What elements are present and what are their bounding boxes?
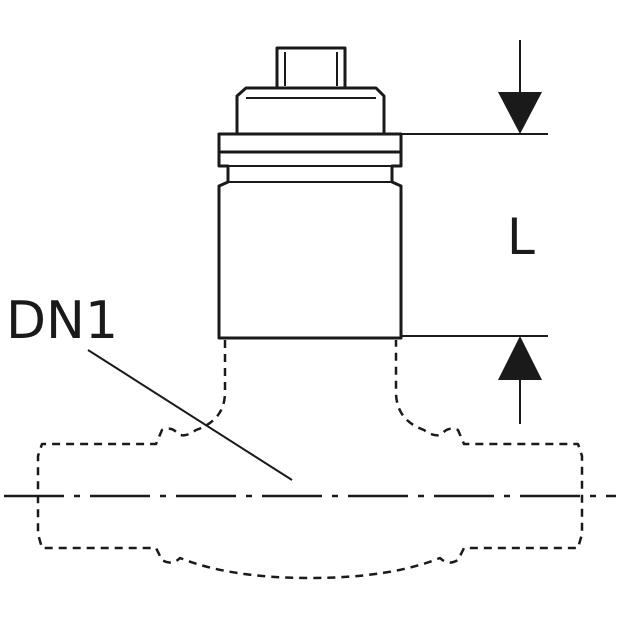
arrow-up-icon — [498, 336, 542, 380]
pipe-size-callout: DN1 — [6, 291, 293, 481]
outlet-adapter — [217, 46, 403, 340]
length-label: L — [507, 208, 535, 266]
leader-line — [87, 349, 293, 481]
dimension-l: L — [401, 40, 548, 424]
pipe-size-label: DN1 — [6, 291, 118, 351]
arrow-down-icon — [498, 92, 542, 134]
